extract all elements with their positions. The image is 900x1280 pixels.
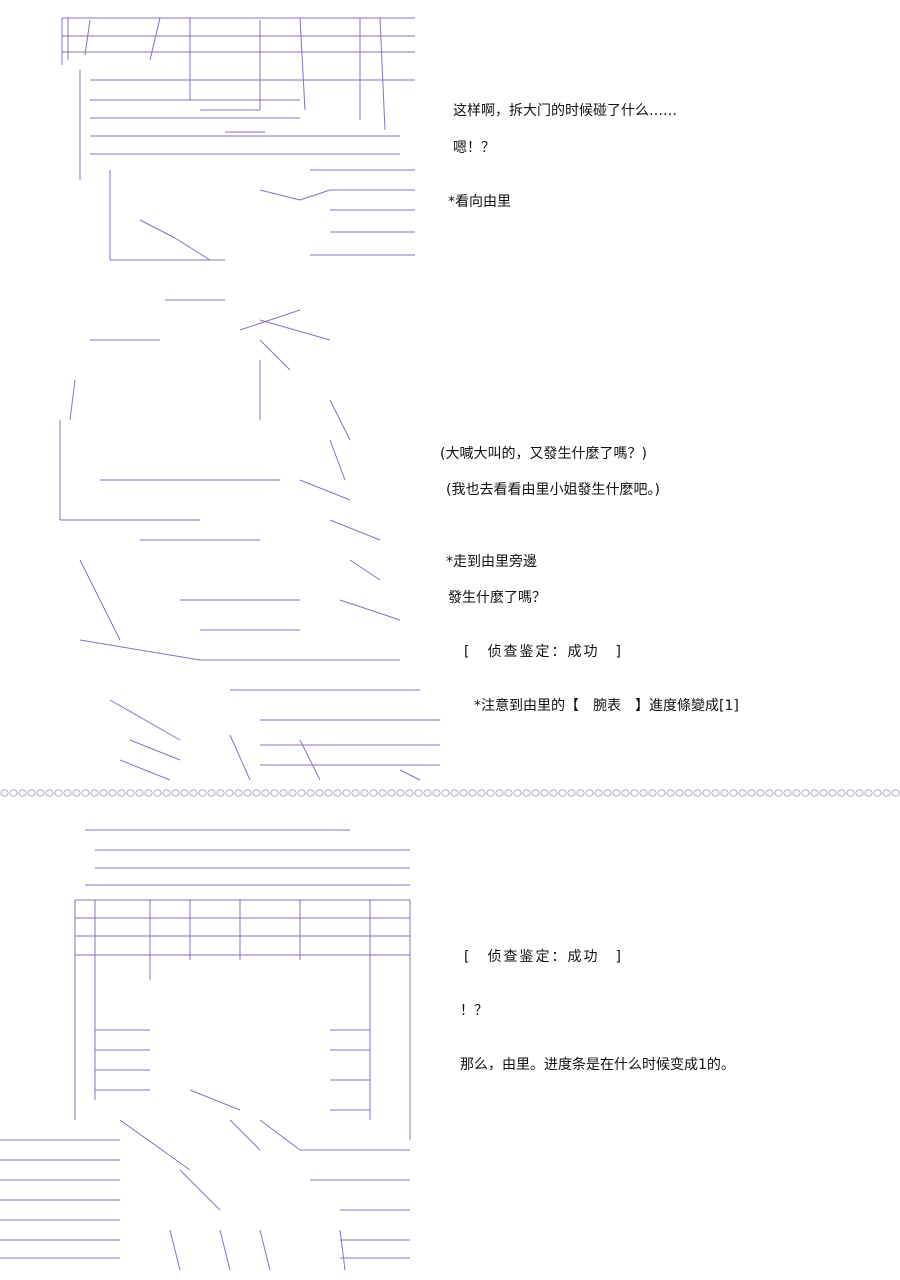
dialogue-line: 發生什麼了嗎？	[448, 590, 546, 606]
dialogue-line: 那么，由里。进度条是在什么时候变成1的。	[460, 1057, 735, 1073]
dialogue-line: 嗯！？	[453, 140, 495, 156]
panel-divider	[0, 787, 900, 799]
thought-line: (大喊大叫的，又發生什麼了嗎？)	[440, 446, 647, 462]
dialogue-line: ！？	[460, 1003, 488, 1019]
dialogue-line: 这样啊，拆大门的时候碰了什么……	[453, 103, 677, 119]
panel2-artwork	[59, 299, 440, 781]
action-line: *注意到由里的【 腕表 】進度條變成[1]	[474, 698, 739, 714]
panel1-artwork	[61, 17, 415, 261]
panel3-artwork	[0, 829, 411, 1271]
skill-check-line: [ 侦查鉴定：成功 ]	[464, 949, 623, 965]
action-line: *看向由里	[448, 194, 511, 210]
action-line: *走到由里旁邊	[446, 554, 537, 570]
thought-line: (我也去看看由里小姐發生什麼吧。)	[446, 482, 660, 498]
skill-check-line: [ 侦查鉴定：成功 ]	[464, 644, 623, 660]
